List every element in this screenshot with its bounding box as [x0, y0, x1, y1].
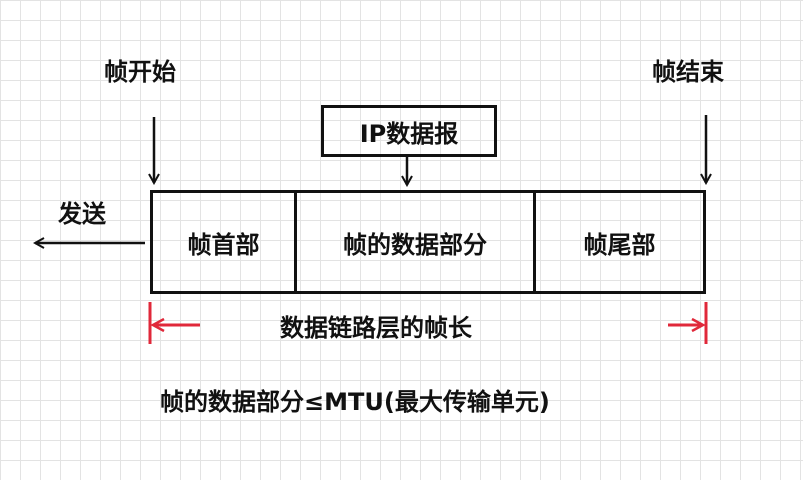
frame-trailer-cell: 帧尾部 [583, 230, 656, 259]
frame-header-cell: 帧首部 [153, 193, 297, 291]
mtu-formula: 帧的数据部分≤MTU(最大传输单元) [160, 388, 550, 416]
frame-length-label: 数据链路层的帧长 [280, 314, 472, 342]
frame-data-cell: 帧的数据部分 [297, 193, 536, 291]
ip-datagram-box: IP数据报 [321, 105, 497, 157]
frame-end-label: 帧结束 [652, 58, 724, 86]
ip-datagram-label: IP数据报 [359, 119, 459, 148]
frame-box: 帧首部 帧的数据部分 帧尾部 [150, 190, 706, 294]
send-label: 发送 [58, 200, 106, 228]
frame-start-label: 帧开始 [104, 58, 176, 86]
